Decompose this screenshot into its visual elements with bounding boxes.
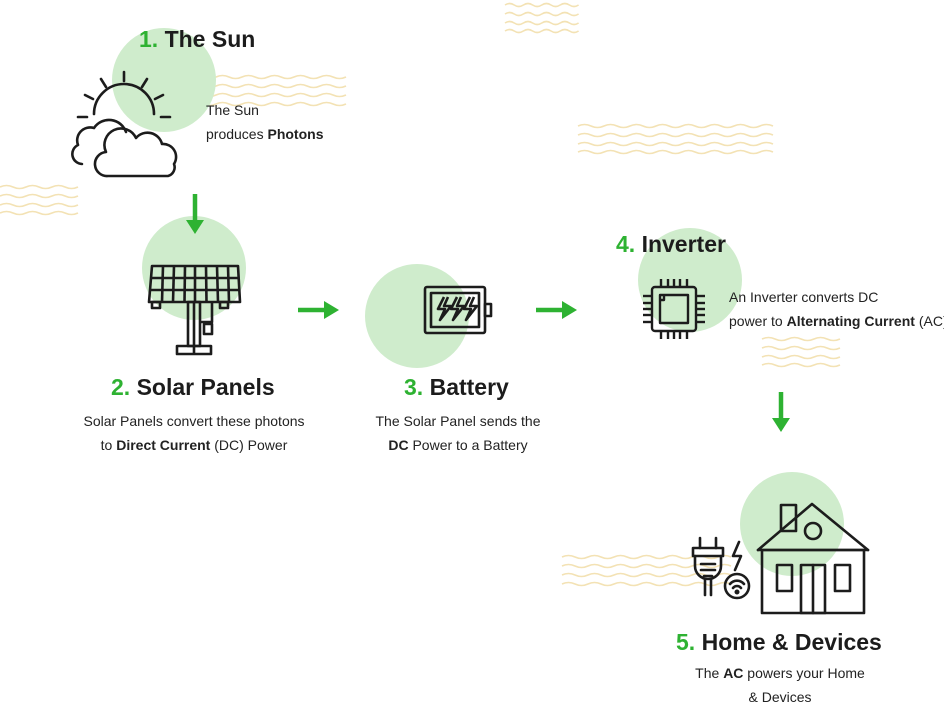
wave-pattern-left [0,184,79,216]
step-5-title: 5. Home & Devices [676,628,882,656]
step-3-description: The Solar Panel sends the DC Power to a … [358,409,558,457]
wave-pattern-inverter [761,336,841,368]
house-devices-icon [691,502,870,615]
step-title-text: Home & Devices [701,629,882,655]
arrow-right-icon [298,301,339,319]
arrow-down-icon [186,194,204,234]
description-line: to Direct Current (DC) Power [100,437,288,453]
step-title-text: Battery [429,374,509,400]
step-1-description: The Sun produces Photons [206,98,323,146]
wave-pattern-right [577,123,774,155]
step-number: 1. [139,26,159,52]
sun-cloud-icon [71,70,178,178]
step-4-title: 4. Inverter [616,230,726,258]
step-1-title: 1. The Sun [139,25,255,53]
step-title-text: Inverter [641,231,726,257]
description-line: The Solar Panel sends the [375,413,541,429]
highlight-circle-inverter [638,228,742,332]
step-4-description: An Inverter converts DC power to Alterna… [729,285,944,333]
step-number: 4. [616,231,636,257]
wave-pattern-top [504,2,580,34]
description-line: produces Photons [206,126,324,142]
highlight-circle-battery [365,264,469,368]
solar-panel-icon [147,264,242,356]
description-line: The Sun [206,102,259,118]
battery-icon [423,285,493,335]
description-line: The AC powers your Home [695,665,865,681]
step-2-description: Solar Panels convert these photons to Di… [74,409,314,457]
step-5-description: The AC powers your Home & Devices [680,661,880,709]
step-title-text: The Sun [164,26,256,52]
wave-pattern-sun [189,74,347,107]
arrow-right-icon [536,301,577,319]
step-number: 5. [676,629,696,655]
highlight-circle-home [740,472,844,576]
chip-icon [643,279,705,339]
step-number: 3. [404,374,424,400]
highlight-circle-sun [112,28,216,132]
description-line: Solar Panels convert these photons [83,413,305,429]
step-3-title: 3. Battery [404,373,509,401]
description-line: & Devices [748,689,812,705]
arrow-down-icon [772,392,790,432]
step-number: 2. [111,374,131,400]
description-line: An Inverter converts DC [729,289,879,305]
description-line: DC Power to a Battery [388,437,528,453]
step-2-title: 2. Solar Panels [111,373,275,401]
description-line: power to Alternating Current (AC) [729,313,944,329]
step-title-text: Solar Panels [136,374,275,400]
